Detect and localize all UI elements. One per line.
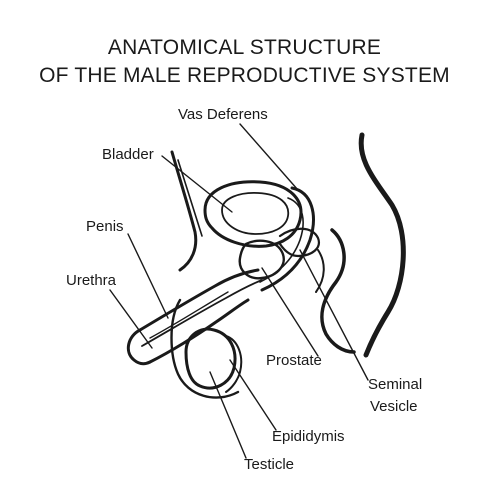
scrotum-contour bbox=[170, 298, 240, 399]
rectum-contour bbox=[320, 228, 356, 354]
rectum-inner bbox=[315, 249, 325, 293]
diagram-title-line-2: OF THE MALE REPRODUCTIVE SYSTEM bbox=[39, 64, 450, 87]
leader-seminal-vesicle bbox=[299, 249, 369, 381]
body-contour-2 bbox=[177, 159, 203, 237]
label-seminal-vesicle-line-1: Seminal bbox=[368, 376, 423, 393]
seminal-vesicle-shape bbox=[278, 227, 320, 258]
label-urethra: Urethra bbox=[66, 272, 117, 289]
label-prostate: Prostate bbox=[266, 352, 322, 369]
label-epididymis: Epididymis bbox=[272, 428, 345, 445]
penis-outer-top bbox=[138, 268, 260, 332]
leader-urethra bbox=[109, 289, 153, 349]
label-seminal-vesicle-line-2: Vesicle bbox=[370, 398, 418, 415]
urethra-line bbox=[141, 279, 263, 347]
vas-deferens-path bbox=[260, 186, 315, 292]
leader-penis bbox=[127, 233, 169, 319]
penis-glans bbox=[126, 328, 152, 366]
label-vas-deferens: Vas Deferens bbox=[178, 106, 268, 123]
leader-vas-deferens bbox=[239, 123, 299, 191]
epididymis-shape bbox=[225, 335, 243, 393]
corpus-line bbox=[149, 291, 229, 339]
label-bladder: Bladder bbox=[102, 146, 154, 163]
diagram-title-line-1: ANATOMICAL STRUCTURE bbox=[107, 36, 382, 59]
bladder-inner bbox=[221, 192, 290, 235]
body-contour bbox=[170, 150, 198, 272]
vas-deferens-path-inner bbox=[259, 197, 304, 283]
prostate-shape bbox=[238, 239, 285, 280]
label-testicle: Testicle bbox=[244, 456, 295, 473]
leader-bladder bbox=[161, 155, 233, 213]
back-contour bbox=[358, 132, 406, 358]
bladder-outer bbox=[203, 180, 303, 248]
leader-testicle bbox=[209, 371, 247, 459]
label-penis: Penis bbox=[86, 218, 124, 235]
penis-outer-bottom bbox=[148, 298, 250, 364]
testicle-shape bbox=[184, 327, 237, 390]
leader-epididymis bbox=[229, 359, 277, 431]
leader-prostate bbox=[261, 267, 319, 357]
